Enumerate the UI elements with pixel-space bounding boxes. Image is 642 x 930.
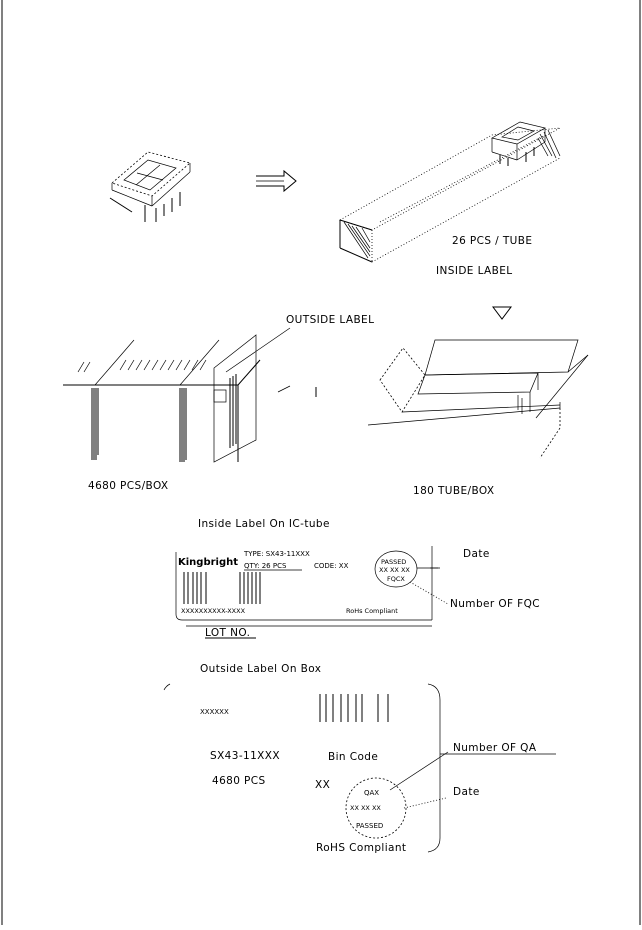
outside-code: XXXXXX [200, 708, 229, 716]
box-quantity-label: 4680 PCS/BOX [88, 480, 169, 492]
fqc-stamp-icon [374, 550, 418, 588]
inside-callout-date: Date [463, 548, 490, 560]
tube-box [367, 339, 589, 459]
inside-label-card: Kingbright TYPE: SX43-11XXX QTY: 26 PCS … [175, 546, 449, 639]
inside-code-line: CODE: XX [314, 562, 349, 570]
inside-qty-line: QTY: 26 PCS [244, 562, 287, 570]
outside-stamp-top: QAX [364, 789, 379, 797]
inside-stamp-mid: XX XX XX [379, 566, 410, 574]
inside-stamp-top: PASSED [381, 558, 406, 566]
inside-callout-fqc: Number OF FQC [450, 598, 540, 610]
outside-xx: XX [315, 779, 330, 791]
qa-stamp-icon [345, 777, 407, 839]
tube-quantity-label: 26 PCS / TUBE [452, 235, 532, 247]
outside-part-number: SX43-11XXX [210, 750, 280, 762]
inside-barcode-icon [183, 572, 261, 604]
inside-type-line: TYPE: SX43-11XXX [243, 550, 310, 558]
ic-tube [338, 121, 561, 263]
inside-serial: XXXXXXXXXX-XXXX [181, 607, 246, 615]
outside-stamp-bottom: PASSED [356, 822, 383, 830]
tube-box-quantity-label: 180 TUBE/BOX [413, 485, 494, 497]
brand-logo-text: Kingbright [178, 557, 238, 568]
inside-label-caption: INSIDE LABEL [436, 265, 513, 277]
separator-marks [277, 385, 317, 397]
outside-stamp-mid: XX XX XX [350, 804, 381, 812]
outside-label-card: XXXXXX SX43-11XXX Bin Code 4680 PCS XX Q… [163, 683, 556, 854]
outside-callout-qa: Number OF QA [453, 742, 537, 754]
inside-stamp-bottom: FQCX [387, 575, 405, 583]
led-display-component [109, 151, 191, 222]
lot-number-label: LOT NO. [205, 627, 250, 639]
outside-callout-date: Date [453, 786, 480, 798]
down-arrow-icon [492, 306, 512, 320]
shipping-box [63, 327, 291, 463]
outside-label-heading: Outside Label On Box [200, 663, 321, 675]
inside-rohs: RoHs Compliant [346, 607, 398, 615]
outside-pcs: 4680 PCS [212, 775, 266, 787]
outside-bin-code: Bin Code [328, 751, 378, 763]
right-arrow-icon [256, 169, 297, 193]
outside-barcode-icon [319, 694, 389, 722]
outside-label-caption: OUTSIDE LABEL [286, 314, 374, 326]
outside-rohs: RoHS Compliant [316, 842, 406, 854]
inside-label-heading: Inside Label On IC-tube [198, 518, 330, 530]
